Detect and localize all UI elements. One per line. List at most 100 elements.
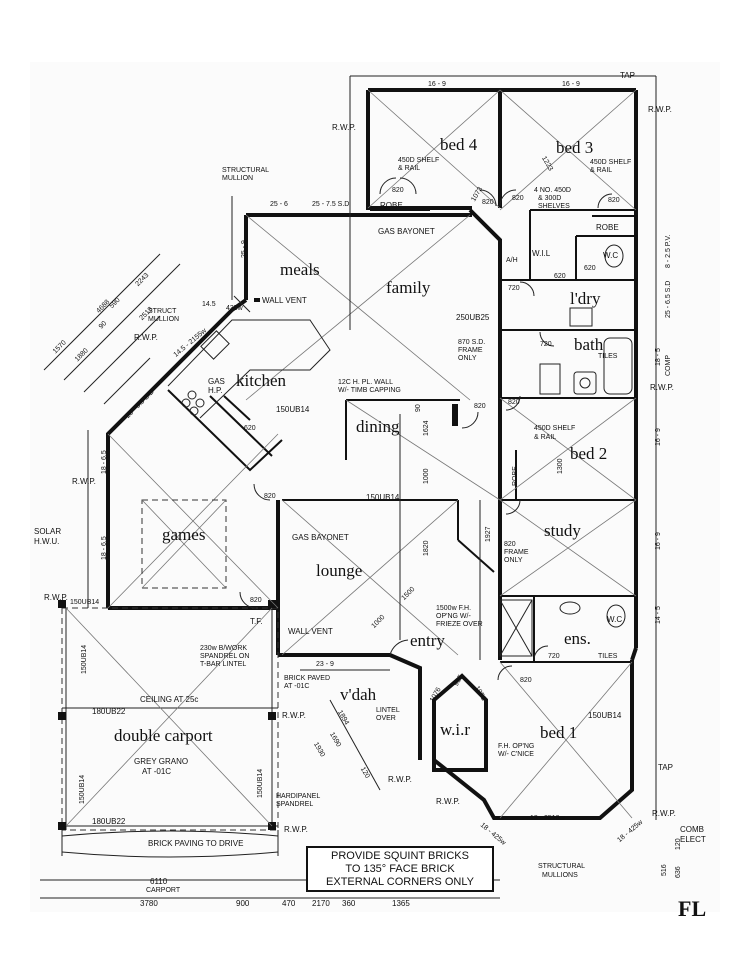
- dim-carport: CARPORT: [146, 887, 181, 894]
- label-shelf-bed3b: & RAIL: [590, 167, 612, 174]
- room-dining: dining: [356, 417, 400, 436]
- label-tiles-ensuite: TILES: [598, 653, 618, 660]
- note-line-2: TO 135° FACE BRICK: [345, 863, 455, 875]
- label-frame-only-family: 870 S.D.: [458, 339, 485, 346]
- dim-25-65b: 25 - 6.5 S.D: [665, 281, 672, 318]
- beam-carport-top: 150UB14: [70, 599, 99, 606]
- label-structural-mullions: STRUCTURAL: [538, 863, 585, 870]
- label-struct-mullion-b: MULLION: [148, 316, 179, 323]
- label-rwp-5: R.W.P.: [72, 477, 96, 486]
- squint-bricks-note: PROVIDE SQUINT BRICKS TO 135° FACE BRICK…: [306, 846, 494, 892]
- dim-2170: 2170: [312, 899, 330, 908]
- label-spandrel-c: T-BAR LINTEL: [200, 661, 246, 668]
- label-grey-grano: GREY GRANO: [134, 757, 188, 766]
- label-gas-bayonet-family: GAS BAYONET: [378, 227, 435, 236]
- room-bed1: bed 1: [540, 723, 577, 742]
- label-rwp-1: R.W.P.: [332, 123, 356, 132]
- dim-90: 90: [98, 320, 109, 331]
- dim-1927: 1927: [485, 526, 492, 542]
- dim-16-9-a: 16 - 9: [655, 428, 662, 446]
- dim-1300: 1300: [557, 458, 564, 474]
- beam-kitchen: 150UB14: [276, 405, 310, 414]
- label-rwp-9: R.W.P.: [652, 809, 676, 818]
- label-frame-only-family-b: FRAME: [458, 347, 483, 354]
- note-line-3: EXTERNAL CORNERS ONLY: [326, 876, 474, 888]
- label-lintel-over: LINTEL: [376, 707, 400, 714]
- dim-360: 360: [342, 899, 356, 908]
- dim-720-laundry: 720: [508, 285, 520, 292]
- label-frame-only-study: 820: [504, 541, 516, 548]
- dimension-lines: [40, 75, 657, 899]
- dim-720-bath: 720: [540, 341, 552, 348]
- label-solar: SOLAR: [34, 527, 61, 536]
- label-rwp-4: R.W.P.: [650, 383, 674, 392]
- label-rwp-8: R.W.P.: [436, 797, 460, 806]
- label-ah: A/H: [506, 257, 518, 264]
- label-spandrel: 230w B/WORK: [200, 645, 247, 652]
- label-brick-paving: BRICK PAVING TO DRIVE: [148, 839, 243, 848]
- room-games: games: [162, 525, 205, 544]
- label-structural-mullion-b: MULLION: [222, 175, 253, 182]
- beam-carport-mid: 180UB22: [92, 707, 126, 716]
- label-robe-bed3: ROBE: [596, 223, 619, 232]
- dim-3780: 3780: [140, 899, 158, 908]
- dim-25-9: 25 - 9: [241, 240, 248, 258]
- dim-590: 590: [108, 297, 121, 310]
- dim-18-425-b: 18 - 425w: [616, 818, 645, 844]
- dim-820-bed3b: 820: [608, 197, 620, 204]
- note-line-1: PROVIDE SQUINT BRICKS: [331, 850, 469, 862]
- dim-820-bed1: 820: [520, 677, 532, 684]
- room-wir: w.i.r: [440, 720, 470, 739]
- beam-carport-bottom: 180UB22: [92, 817, 126, 826]
- label-spandrel-b: SPANDREL ON: [200, 653, 249, 660]
- dim-25-6: 25 - 6: [270, 201, 288, 208]
- dim-6110: 6110: [150, 877, 168, 886]
- label-half-height-wall-b: W/- TIMB CAPPING: [338, 387, 401, 394]
- dim-25-75: 25 - 7.5 S.D: [312, 201, 349, 208]
- room-bath: bath: [574, 335, 604, 354]
- label-wall-vent-lounge: WALL VENT: [288, 627, 333, 636]
- label-shelves-1: 4 NO. 450D: [534, 187, 571, 194]
- label-wc-ensuite: W.C: [607, 615, 622, 624]
- dim-900: 900: [236, 899, 250, 908]
- dim-1624: 1624: [423, 420, 430, 436]
- label-tf: T.F.: [250, 617, 262, 626]
- label-fh-opening-wir-b: W/- C'NICE: [498, 751, 534, 758]
- dim-1000-b: 1000: [370, 614, 386, 630]
- dim-720-ensuite: 720: [548, 653, 560, 660]
- beam-carport-left-bottom: 150UB14: [79, 775, 86, 804]
- dim-18-65-b: 18 - 6.5: [101, 536, 108, 560]
- label-lintel-over-b: OVER: [376, 715, 396, 722]
- label-fh-opening: 1500w F.H.: [436, 605, 471, 612]
- label-fh-opening-b: OP'NG W/-: [436, 613, 471, 620]
- dim-8-25: 8 - 2.5 P.V.: [665, 234, 672, 268]
- dim-435: 435w: [226, 305, 244, 312]
- dim-1820: 1820: [423, 540, 430, 556]
- dim-820-bed4b: 820: [482, 199, 494, 206]
- label-wc-laundry: W.C: [603, 251, 618, 260]
- room-family: family: [386, 278, 431, 297]
- dim-1930: 1930: [312, 741, 326, 758]
- dim-90-b: 90: [415, 404, 422, 412]
- room-study: study: [544, 521, 581, 540]
- dim-16-9-b: 16 - 9: [655, 532, 662, 550]
- dim-620-wc: 620: [584, 265, 596, 272]
- label-shelf-bed3: 450D SHELF: [590, 159, 631, 166]
- label-rwp-3: R.W.P.: [134, 333, 158, 342]
- sheet-corner-mark: FL: [678, 896, 706, 921]
- label-solar-b: H.W.U.: [34, 537, 59, 546]
- label-robe-bed4: ROBE: [380, 201, 403, 210]
- room-ensuite: ens.: [564, 629, 591, 648]
- room-entry: entry: [410, 631, 445, 650]
- label-hardipanel: HARDIPANEL: [276, 793, 320, 800]
- dim-18-5: 18 - 5: [655, 348, 662, 366]
- label-half-height-wall: 12C H. PL. WALL: [338, 379, 393, 386]
- dim-18-65-a: 18 - 6.5: [101, 450, 108, 474]
- label-rwp-7: R.W.P.: [388, 775, 412, 784]
- label-structural-mullion: STRUCTURAL: [222, 167, 269, 174]
- dim-1000-a: 1000: [423, 468, 430, 484]
- dim-1223: 1223: [540, 155, 554, 172]
- dim-1894: 1894: [336, 709, 350, 726]
- beam-dining: 150UB14: [366, 493, 400, 502]
